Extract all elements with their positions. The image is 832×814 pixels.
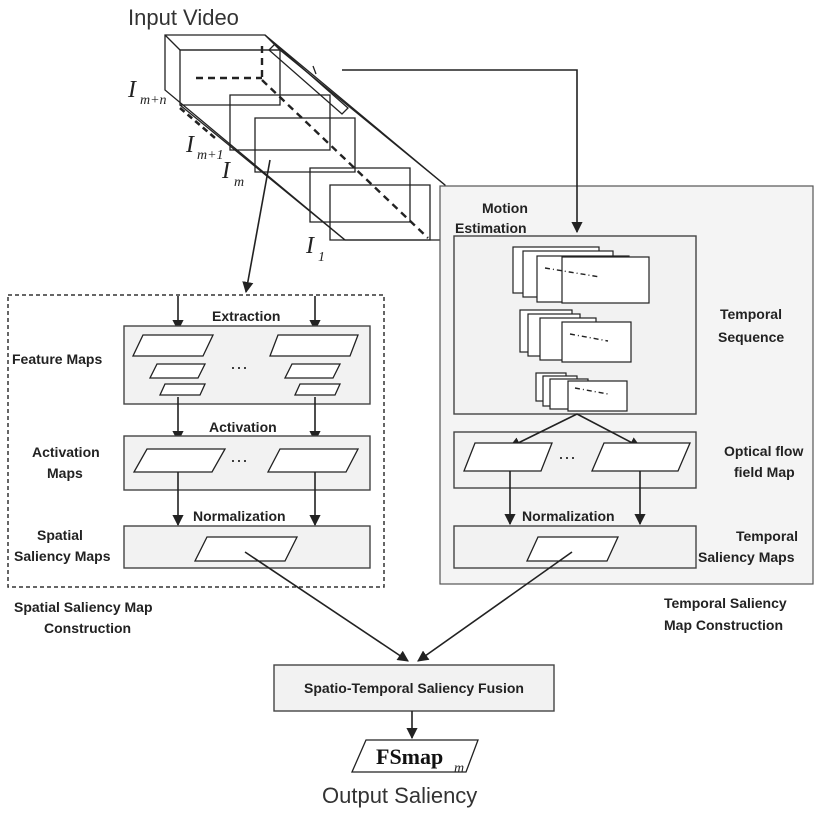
- optical-flow-ellipsis: ···: [558, 447, 576, 467]
- spatial-saliency-map: [193, 536, 299, 562]
- svg-text:I: I: [305, 233, 315, 259]
- spatial-saliency-label-line2: Saliency Maps: [14, 548, 111, 564]
- frame-label-first: I 1: [305, 233, 325, 265]
- svg-text:I: I: [221, 158, 231, 184]
- feature-maps-label: Feature Maps: [12, 351, 102, 367]
- temporal-caption-line1: Temporal Saliency: [664, 595, 787, 611]
- temporal-saliency-line2: Saliency Maps: [698, 549, 795, 565]
- temporal-saliency-map: [525, 536, 620, 562]
- output-saliency-title: Output Saliency: [322, 783, 477, 808]
- video-cube: [164, 34, 446, 241]
- arrow-to-temporal: [342, 69, 583, 234]
- fusion-label: Spatio-Temporal Saliency Fusion: [304, 680, 524, 696]
- temporal-normalization-label: Normalization: [522, 508, 615, 524]
- motion-estimation-line1: Motion: [482, 200, 528, 216]
- frame-label-current: I m: [221, 158, 244, 190]
- arrow-to-spatial: [242, 159, 271, 294]
- activation-maps-label-line1: Activation: [32, 444, 100, 460]
- extraction-label: Extraction: [212, 308, 280, 324]
- svg-text:m: m: [454, 761, 464, 776]
- svg-text:FSmap: FSmap: [376, 744, 443, 769]
- temporal-caption-line2: Map Construction: [664, 617, 783, 633]
- optical-flow-map-right: [591, 442, 691, 472]
- spatial-caption-line1: Spatial Saliency Map: [14, 599, 153, 615]
- activation-map-left: [132, 448, 227, 473]
- activation-ellipsis: ···: [230, 450, 248, 470]
- spatial-branch-frame: [7, 294, 385, 588]
- fusion-box: [273, 664, 555, 712]
- frame-stack-3: [535, 372, 628, 412]
- temporal-saliency-line1: Temporal: [736, 528, 798, 544]
- svg-text:1: 1: [318, 250, 325, 265]
- frame-label-top: I m+n: [127, 77, 167, 108]
- temporal-sequence-line2: Sequence: [718, 329, 784, 345]
- frame-stack-1: [512, 246, 650, 304]
- svg-text:m+n: m+n: [140, 93, 167, 108]
- motion-estimation-line2: Estimation: [455, 220, 527, 236]
- arrow-spatial-to-fusion: [244, 551, 409, 662]
- optical-flow-line1: Optical flow: [724, 443, 803, 459]
- activation-label: Activation: [209, 419, 277, 435]
- output-map-label: FSmap m: [376, 744, 464, 776]
- arrow-temporal-to-fusion: [417, 551, 573, 662]
- spatial-saliency-label-line1: Spatial: [37, 527, 83, 543]
- frame-stack-2: [519, 309, 632, 363]
- input-video-title: Input Video: [128, 5, 239, 30]
- feature-map-pyramid-left: [131, 334, 215, 396]
- svg-text:m: m: [234, 175, 244, 190]
- activation-map-right: [266, 448, 360, 473]
- svg-text:I: I: [127, 77, 137, 103]
- output-saliency-map: [351, 739, 479, 773]
- svg-text:m+1: m+1: [197, 148, 224, 163]
- temporal-sequence-line1: Temporal: [720, 306, 782, 322]
- activation-maps-label-line2: Maps: [47, 465, 83, 481]
- spatial-normalization-label: Normalization: [193, 508, 286, 524]
- optical-flow-line2: field Map: [734, 464, 795, 480]
- feature-ellipsis: ···: [230, 357, 248, 377]
- svg-text:I: I: [185, 132, 195, 158]
- frame-label-next: I m+1: [185, 132, 224, 163]
- feature-map-pyramid-right: [269, 334, 359, 396]
- optical-flow-map-left: [463, 442, 553, 472]
- spatial-caption-line2: Construction: [44, 620, 131, 636]
